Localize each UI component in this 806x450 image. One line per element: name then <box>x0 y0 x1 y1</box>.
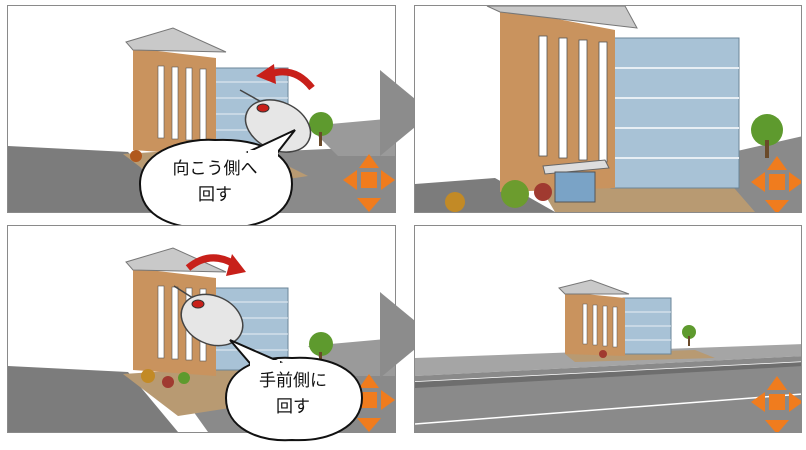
viewport-panel-top-right <box>414 5 802 213</box>
viewport-panel-bottom-left <box>7 225 396 433</box>
rotate-arrow-icon <box>185 254 246 276</box>
speech-bubble-text: 手前側に 回す <box>218 368 368 420</box>
navigation-pad-icon[interactable] <box>343 154 395 212</box>
navigation-pad-icon[interactable] <box>751 376 802 433</box>
bubble-line-2: 回す <box>276 397 310 417</box>
bubble-line-1: 手前側に <box>259 371 327 391</box>
next-step-arrow-icon <box>380 292 432 378</box>
navigation-pad-icon[interactable] <box>751 156 802 213</box>
bubble-line-2: 回す <box>198 185 232 205</box>
speech-bubble-text: 向こう側へ 回す <box>140 156 290 208</box>
bubble-line-1: 向こう側へ <box>172 159 258 179</box>
next-step-arrow-icon <box>380 70 432 156</box>
mouse-icon <box>173 285 244 347</box>
speech-bubble <box>138 129 296 230</box>
viewport-panel-bottom-right <box>414 225 802 433</box>
rotate-arrow-icon <box>256 64 315 91</box>
speech-bubble <box>224 339 364 442</box>
building-view-rotated-toward <box>415 279 801 432</box>
building-view-rotated-away <box>415 6 801 212</box>
